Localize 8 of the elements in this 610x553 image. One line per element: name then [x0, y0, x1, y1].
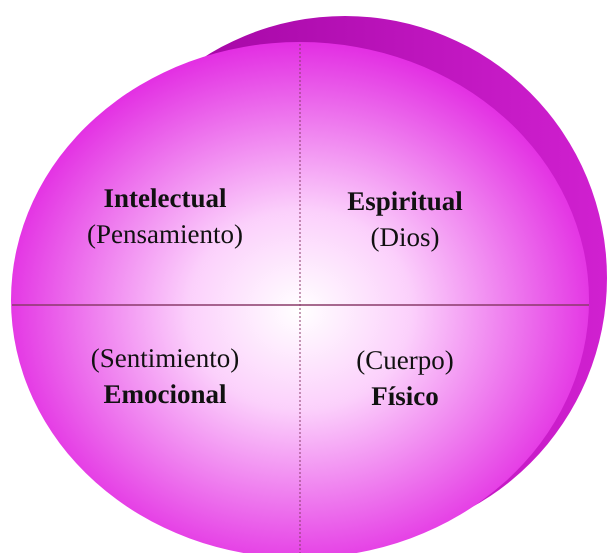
quadrant-heading: Espiritual — [347, 185, 463, 218]
quadrant-subtitle: (Sentimiento) — [90, 342, 240, 375]
quadrant-subtitle: (Cuerpo) — [356, 344, 454, 377]
quadrant-subtitle: (Pensamiento) — [87, 218, 243, 251]
quadrant-heading: Físico — [371, 380, 439, 413]
quadrant-heading: Intelectual — [104, 182, 226, 215]
quadrant-subtitle: (Dios) — [370, 221, 440, 254]
quadrant-heading: Emocional — [103, 378, 226, 411]
